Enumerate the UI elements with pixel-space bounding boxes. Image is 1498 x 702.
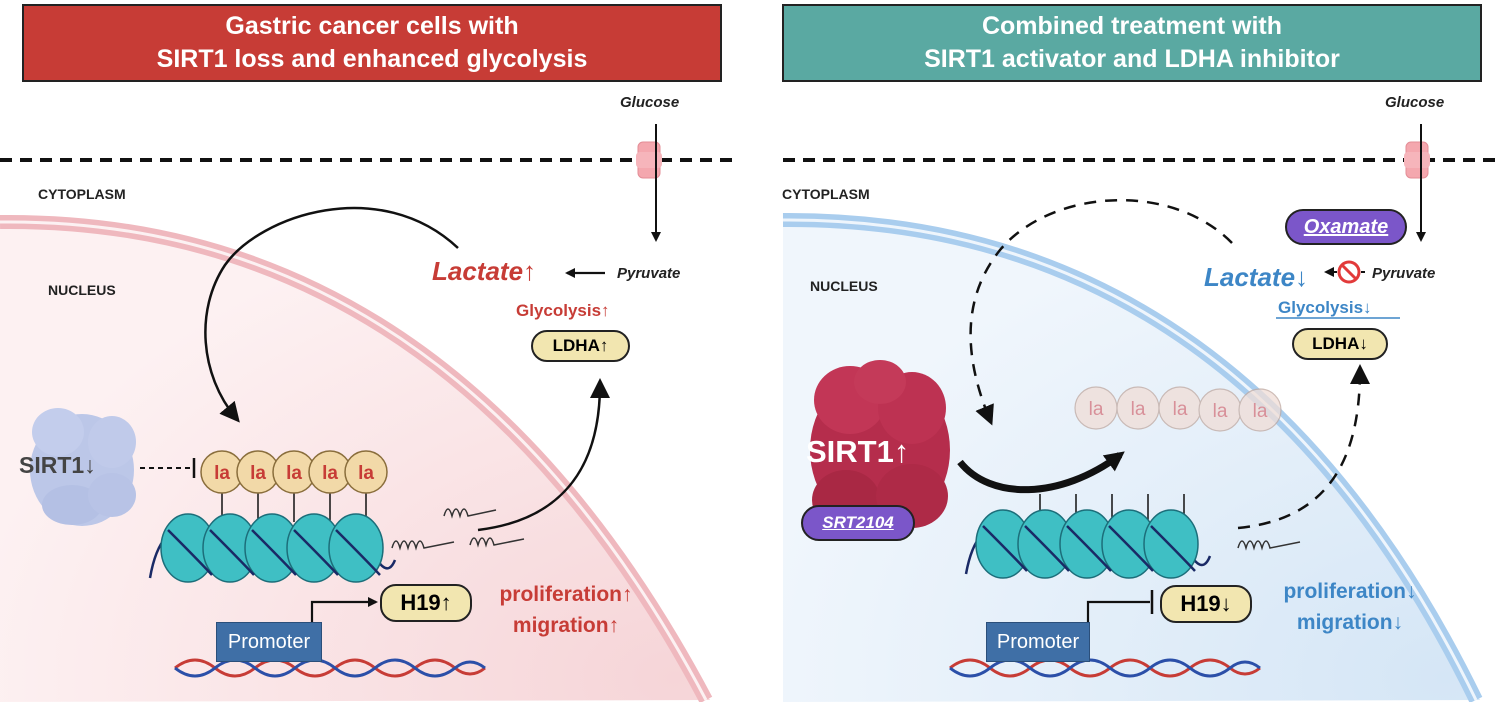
h19-to-ldha-arrow-left (477, 378, 610, 532)
pyruvate-label-left: Pyruvate (617, 265, 681, 282)
right-title-line1: Combined treatment with (981, 12, 1282, 40)
migration-text-left: migration↑ (512, 614, 620, 637)
nucleus-label-left: NUCLEUS (48, 282, 116, 298)
left-panel: la la la la la (0, 124, 735, 702)
la-mark (344, 450, 388, 494)
la-label: la (1253, 401, 1268, 422)
migration-text-right: migration↓ (1296, 611, 1404, 634)
proliferation-text-right: proliferation↓ (1283, 580, 1417, 603)
la-label: la (322, 463, 338, 484)
lactate-label-left: Lactate↑ (432, 256, 537, 286)
la-label: la (1131, 399, 1146, 420)
glycolysis-label-left: Glycolysis↑ (516, 301, 610, 320)
lactate-label-right: Lactate↓ (1204, 262, 1309, 292)
oxamate-drug-badge: Oxamate (1285, 209, 1407, 245)
nucleus-label-right: NUCLEUS (810, 278, 878, 294)
right-title-line2: SIRT1 activator and LDHA inhibitor (924, 45, 1340, 73)
la-label: la (214, 463, 230, 484)
lactate-to-histone-arrow-left (204, 206, 459, 423)
la-label: la (250, 463, 266, 484)
ldha-badge-right: LDHA↓ (1292, 328, 1388, 360)
nucleus-region-right (783, 214, 1480, 702)
glucose-label-left: Glucose (620, 94, 680, 111)
h19-badge-right: H19↓ (1160, 585, 1252, 623)
left-title-line2: SIRT1 loss and enhanced glycolysis (156, 45, 588, 73)
la-label: la (1213, 401, 1228, 422)
sirt1-protein-left (30, 408, 136, 526)
proliferation-text-left: proliferation↑ (499, 583, 633, 606)
la-label: la (358, 463, 374, 484)
la-label: la (286, 463, 302, 484)
la-label: la (1173, 399, 1188, 420)
nucleosomes-right (975, 509, 1199, 579)
h19-transcripts-left (391, 508, 525, 551)
left-panel-title: Gastric cancer cells with SIRT1 loss and… (22, 4, 722, 82)
h19-to-ldha-arrow-right (1237, 364, 1370, 530)
promoter-box-right: Promoter (986, 622, 1090, 662)
proliferation-label-right: proliferation↓ migration↓ (1262, 576, 1438, 638)
sirt1-delactylation-arrow-right (957, 451, 1125, 494)
ldha-badge-left: LDHA↑ (531, 330, 630, 362)
right-panel-title: Combined treatment with SIRT1 activator … (782, 4, 1482, 82)
la-marks-right (1074, 386, 1282, 432)
glucose-label-right: Glucose (1385, 94, 1445, 111)
la-marks-left (200, 450, 388, 494)
nucleosomes-left (160, 513, 384, 583)
promoter-inhibition-right (1086, 600, 1150, 622)
la-mark (1238, 388, 1282, 432)
glucose-transporter-right (1404, 141, 1430, 179)
glycolysis-label-right: Glycolysis↓ (1278, 298, 1372, 317)
la-label: la (1089, 399, 1104, 420)
cytoplasm-label-left: CYTOPLASM (38, 186, 126, 202)
sirt1-label-right: SIRT1↑ (806, 434, 910, 469)
proliferation-label-left: proliferation↑ migration↑ (486, 579, 646, 641)
left-title-line1: Gastric cancer cells with (225, 12, 519, 40)
promoter-arrow-left (310, 597, 378, 622)
cytoplasm-label-right: CYTOPLASM (782, 186, 870, 202)
promoter-box-left: Promoter (216, 622, 322, 662)
glucose-transporter-left (636, 141, 662, 179)
lactate-to-histone-arrow-right (969, 198, 1233, 426)
srt2104-drug-badge: SRT2104 (801, 505, 915, 541)
right-panel: la la la la la (782, 124, 1498, 702)
no-symbol-icon (1337, 260, 1361, 284)
pyruvate-label-right: Pyruvate (1372, 265, 1436, 282)
sirt1-label-left: SIRT1↓ (19, 452, 96, 478)
h19-badge-left: H19↑ (380, 584, 472, 622)
h19-transcripts-right (1237, 540, 1301, 551)
